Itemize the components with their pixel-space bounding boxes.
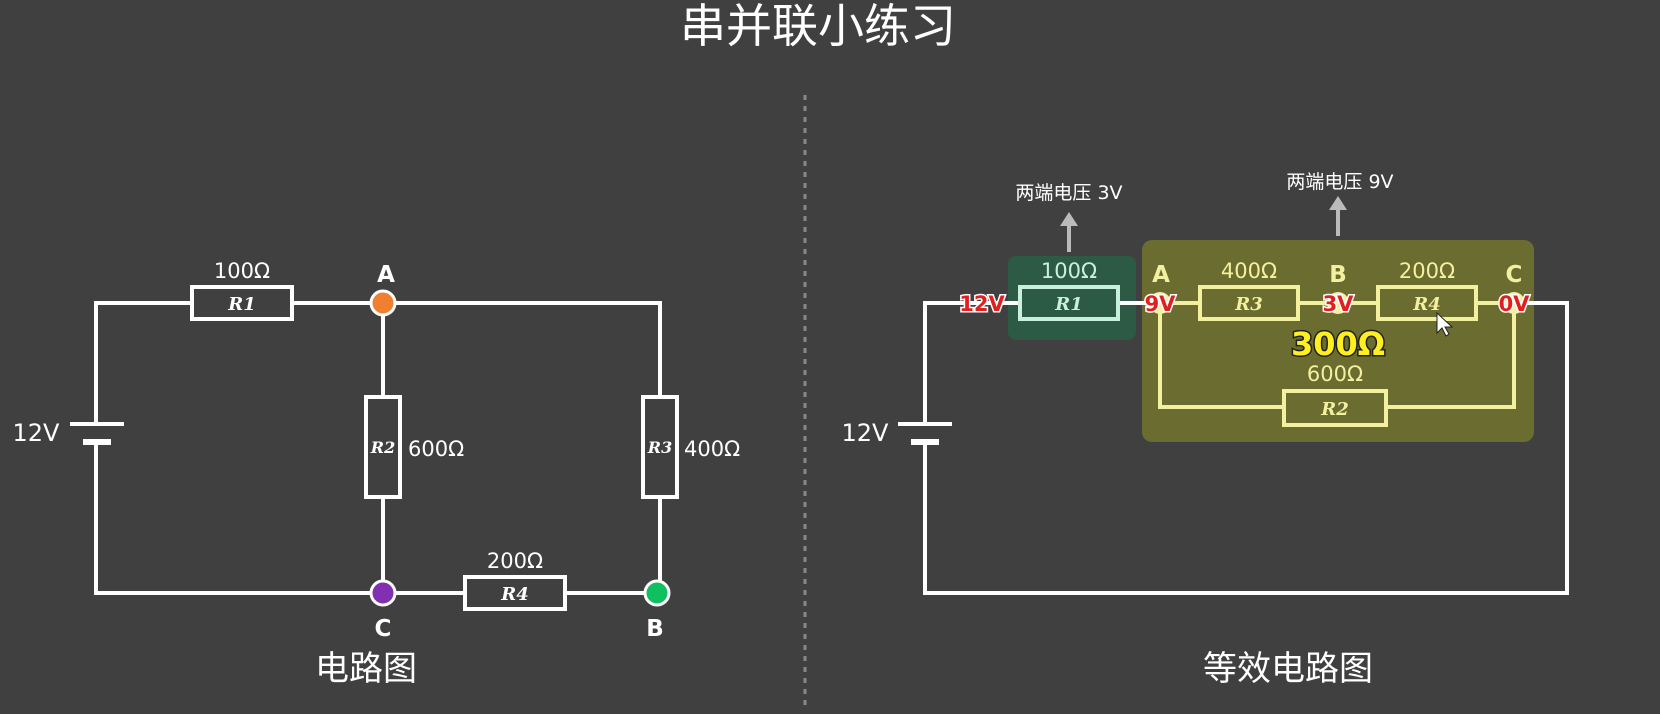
node-b-dot xyxy=(643,579,671,607)
wire-left-top xyxy=(94,301,192,424)
right-caption: 等效电路图 xyxy=(1203,649,1373,689)
voltage-a-label: 9V xyxy=(1145,292,1177,316)
eq-resistor-r1-value: 100Ω xyxy=(1041,259,1097,283)
resistor-r2-value: 600Ω xyxy=(408,437,464,461)
wire-right-loop xyxy=(923,301,1569,595)
node-a-label: A xyxy=(377,262,395,288)
eq-resistor-r3-name: R3 xyxy=(1234,294,1262,315)
eq-resistor-r1 xyxy=(1018,285,1120,321)
eq-resistor-r4-name: R4 xyxy=(1412,294,1440,315)
wire-right-top-left xyxy=(923,301,1020,424)
r1-arrow-up-icon xyxy=(1060,212,1078,226)
eq-resistor-r2-value: 600Ω xyxy=(1307,362,1363,386)
voltage-source-label: 12V xyxy=(959,292,1005,316)
eq-resistor-r4 xyxy=(1376,285,1478,321)
resistor-r3 xyxy=(641,395,679,499)
eq-resistor-r2-name: R2 xyxy=(1320,399,1348,420)
voltage-b-label: 3V xyxy=(1323,292,1355,316)
eq-resistor-r3-value: 400Ω xyxy=(1221,259,1277,283)
wire-a-r2 xyxy=(1158,303,1284,409)
parallel-arrow-up-icon xyxy=(1329,196,1347,210)
left-caption: 电路图 xyxy=(315,649,417,689)
eq-resistor-r3 xyxy=(1198,285,1300,321)
battery-voltage-label: 12V xyxy=(13,419,61,447)
wire-r2-c xyxy=(1386,303,1516,409)
voltage-c-label: 0V xyxy=(1499,292,1531,316)
resistor-r2-name: R2 xyxy=(370,438,395,457)
eq-node-b-dot xyxy=(1327,292,1349,314)
right-battery-voltage-label: 12V xyxy=(842,419,890,447)
parallel-voltage-note: 两端电压 9V xyxy=(1286,171,1393,193)
eq-node-a-label: A xyxy=(1152,262,1170,288)
resistor-r3-name: R3 xyxy=(647,438,672,457)
node-a-dot xyxy=(369,289,397,317)
right-circuit: 12V R1 100Ω R3 400Ω R4 200Ω R2 600Ω A B … xyxy=(842,171,1569,689)
wire-left-bottom xyxy=(94,442,383,595)
eq-resistor-r1-name: R1 xyxy=(1054,294,1082,315)
equivalent-resistance-label: 300Ω xyxy=(1291,325,1385,363)
wire-top-right xyxy=(292,301,662,397)
eq-node-c-label: C xyxy=(1506,262,1523,288)
resistor-r4-value: 200Ω xyxy=(487,549,543,573)
resistor-r1-name: R1 xyxy=(227,294,255,315)
eq-node-b-label: B xyxy=(1329,262,1347,288)
mouse-cursor-icon xyxy=(1436,311,1454,337)
node-b-label: B xyxy=(646,616,664,642)
resistor-r1-value: 100Ω xyxy=(214,259,270,283)
resistor-r3-value: 400Ω xyxy=(684,437,740,461)
resistor-r4 xyxy=(463,575,567,611)
node-c-dot xyxy=(369,579,397,607)
node-c-label: C xyxy=(375,616,392,642)
resistor-r1 xyxy=(190,285,294,321)
resistor-r4-name: R4 xyxy=(500,584,528,605)
eq-resistor-r2 xyxy=(1282,389,1388,427)
r1-voltage-note: 两端电压 3V xyxy=(1015,182,1122,204)
left-circuit: 12V R1 100Ω R2 600Ω R3 400Ω R4 200Ω A B … xyxy=(13,259,741,689)
eq-resistor-r4-value: 200Ω xyxy=(1399,259,1455,283)
page-title: 串并联小练习 xyxy=(680,0,956,53)
resistor-r2 xyxy=(364,395,402,499)
eq-node-a-dot xyxy=(1149,292,1171,314)
eq-node-c-dot xyxy=(1503,292,1525,314)
